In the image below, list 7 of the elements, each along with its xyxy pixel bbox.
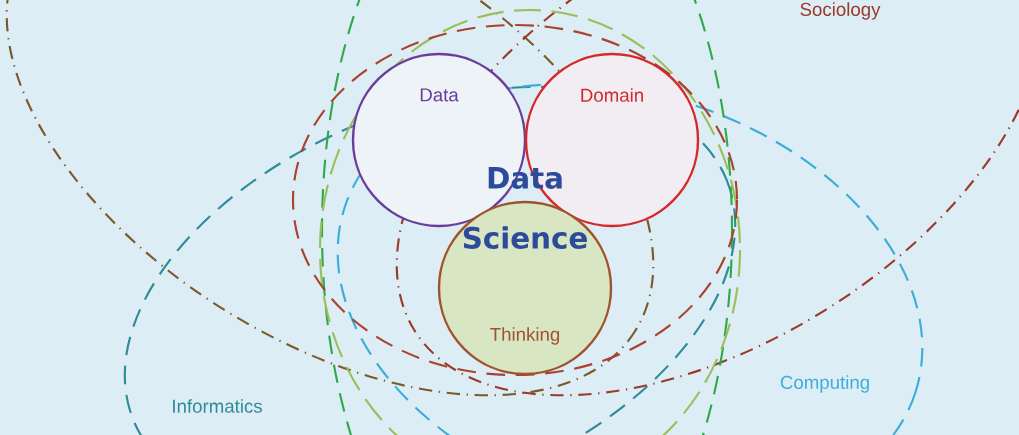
circle-label: Thinking bbox=[490, 327, 560, 345]
circle-label: Domain bbox=[581, 88, 643, 102]
circle-label: Data bbox=[420, 88, 459, 102]
label: Informatics bbox=[173, 399, 262, 413]
label: Computing bbox=[780, 375, 869, 393]
label: Sociology bbox=[800, 2, 881, 20]
circle bbox=[437, 200, 613, 376]
